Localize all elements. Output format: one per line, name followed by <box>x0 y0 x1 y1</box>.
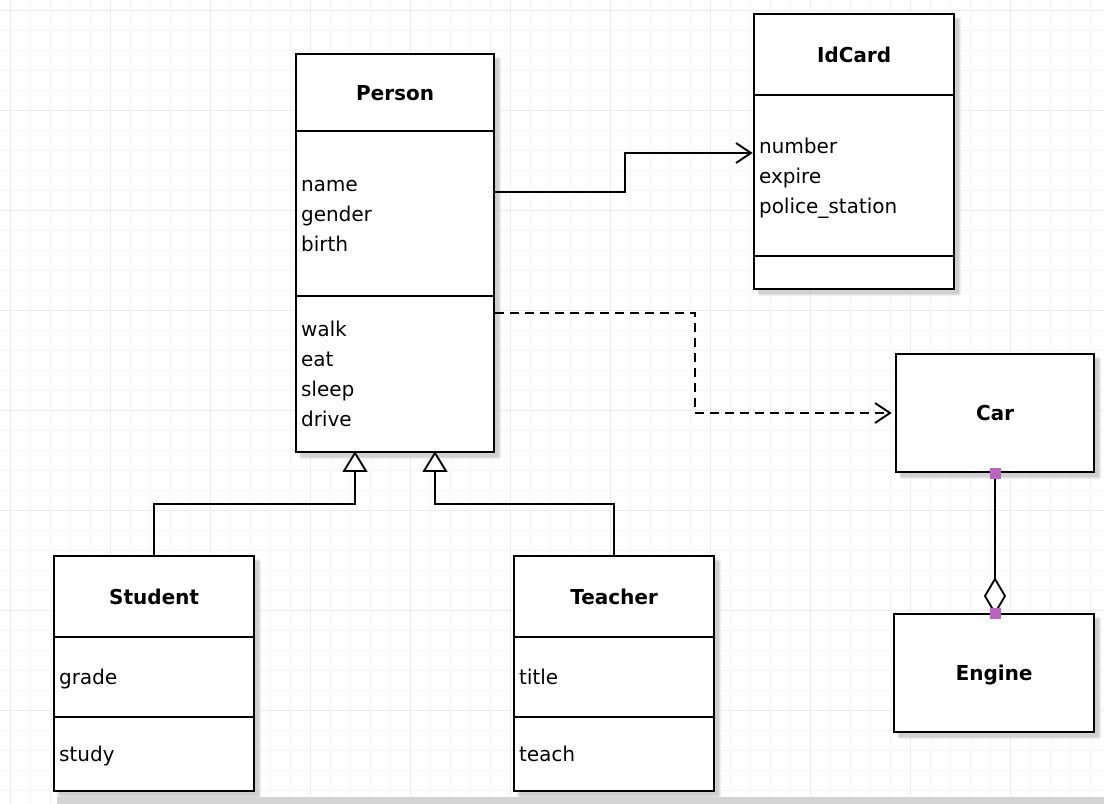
dependency-edge-person-car[interactable] <box>495 312 892 424</box>
class-attributes-person: name gender birth <box>297 130 493 295</box>
class-member: study <box>59 742 115 766</box>
generalization-edge-student-person[interactable] <box>153 451 368 555</box>
class-member: gender <box>301 201 372 226</box>
class-member: walk <box>301 317 347 341</box>
class-attributes-idcard: number expire police_station <box>755 94 953 255</box>
class-box-person[interactable]: Person name gender birth walk eat sleep … <box>295 53 495 453</box>
generalization-edge-teacher-person[interactable] <box>422 451 615 555</box>
class-methods-teacher: teach <box>515 716 713 790</box>
class-member: name <box>301 171 358 196</box>
class-box-teacher[interactable]: Teacher title teach <box>513 555 715 792</box>
hollow-triangle-icon <box>342 451 368 472</box>
class-methods-student: study <box>55 716 253 790</box>
class-attributes-student: grade <box>55 636 253 716</box>
class-title-idcard: IdCard <box>816 42 892 67</box>
class-methods-idcard <box>755 255 953 288</box>
class-title-teacher: Teacher <box>570 584 658 609</box>
class-title-engine: Engine <box>955 661 1033 685</box>
class-member: expire <box>759 163 822 188</box>
class-title-student: Student <box>109 584 199 609</box>
class-member: sleep <box>301 377 355 401</box>
class-member: teach <box>519 742 576 766</box>
class-member: birth <box>301 231 348 256</box>
association-edge-person-idcard[interactable] <box>495 142 753 193</box>
class-box-student[interactable]: Student grade study <box>53 555 255 792</box>
canvas-bottom-edge <box>57 797 1104 804</box>
aggregation-edge-car-engine[interactable] <box>983 468 1007 619</box>
class-member: drive <box>301 407 352 431</box>
edge-endpoint-handle[interactable] <box>990 468 1001 479</box>
class-member: eat <box>301 347 334 371</box>
class-box-car[interactable]: Car <box>895 353 1095 473</box>
class-attributes-teacher: title <box>515 636 713 716</box>
class-member: number <box>759 133 838 158</box>
class-title-car: Car <box>975 401 1015 425</box>
class-title-person: Person <box>356 80 434 105</box>
class-box-idcard[interactable]: IdCard number expire police_station <box>753 13 955 290</box>
class-member: police_station <box>759 193 898 218</box>
class-methods-person: walk eat sleep drive <box>297 295 493 451</box>
class-member: grade <box>59 665 118 689</box>
edge-endpoint-handle[interactable] <box>990 608 1001 619</box>
hollow-triangle-icon <box>422 451 448 472</box>
class-box-engine[interactable]: Engine <box>893 613 1095 733</box>
class-member: title <box>519 665 559 689</box>
